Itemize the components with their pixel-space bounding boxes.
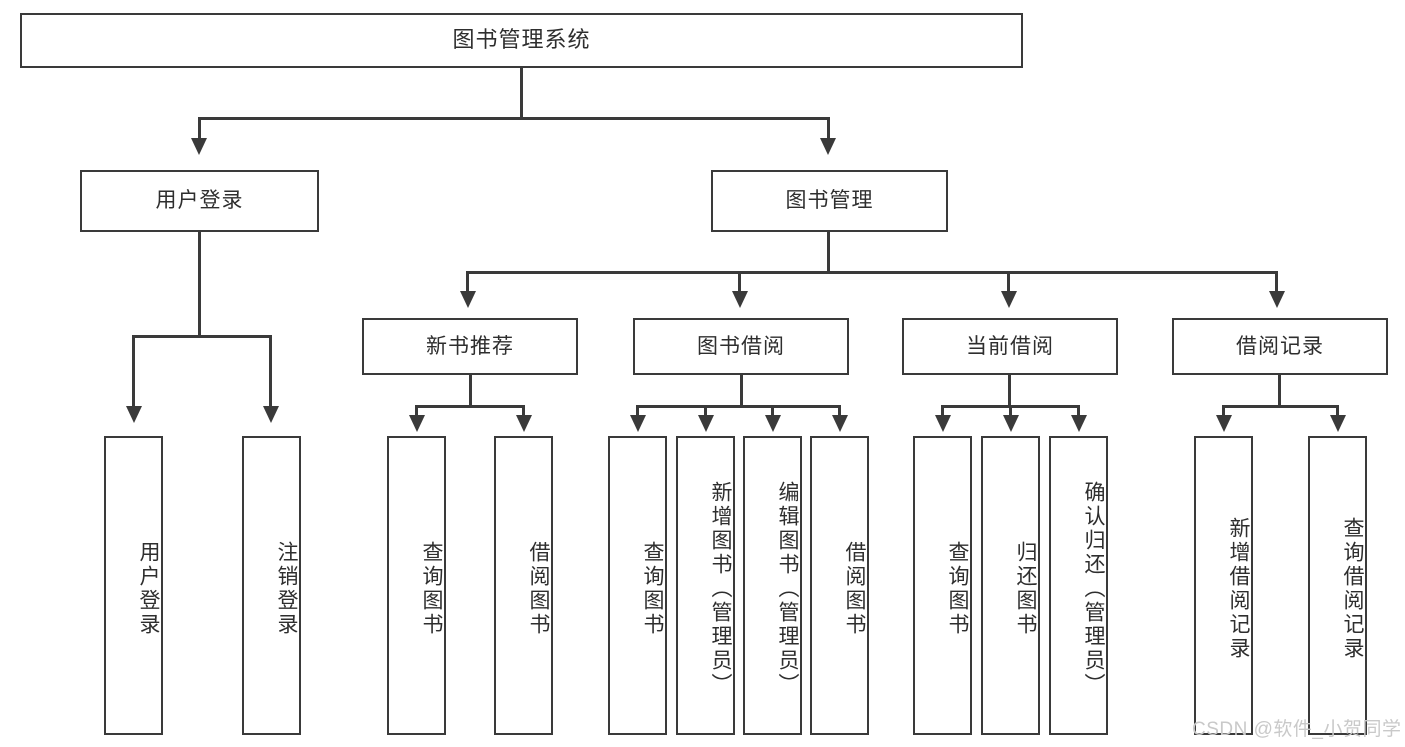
connector-user-login-bus: [132, 335, 269, 338]
node-label: 新增借阅记录: [1227, 516, 1250, 661]
node-label: 借阅图书: [527, 540, 550, 637]
connector-bb-drop-3: [771, 405, 774, 417]
connector-br-bus: [1222, 405, 1339, 408]
arrowhead-leaf-query-record: [1330, 415, 1346, 432]
node-label: 查询图书: [641, 540, 664, 637]
node-borrow-record[interactable]: 借阅记录: [1172, 318, 1388, 375]
connector-user-login-drop-2: [269, 335, 272, 408]
node-label: 新书推荐: [426, 334, 514, 358]
connector-root-drop-1: [198, 117, 201, 140]
arrowhead-current-borrow: [1001, 291, 1017, 308]
connector-cb-drop-3: [1077, 405, 1080, 417]
connector-user-login-stem: [198, 232, 201, 337]
arrowhead-leaf-query-book-3: [935, 415, 951, 432]
connector-nbr-stem: [469, 375, 472, 407]
connector-bm-drop-3: [1007, 271, 1010, 293]
csdn-watermark: CSDN @软件_小贺同学: [1192, 719, 1402, 740]
connector-cb-drop-2: [1009, 405, 1012, 417]
connector-bb-drop-2: [704, 405, 707, 417]
arrowhead-user-login: [191, 138, 207, 155]
connector-br-stem: [1278, 375, 1281, 407]
connector-user-login-drop-1: [132, 335, 135, 408]
node-label: 编辑图书（管理员）: [776, 480, 799, 697]
node-label: 图书管理系统: [452, 27, 591, 53]
connector-nbr-drop-2: [522, 405, 525, 417]
arrowhead-leaf-borrow-book-2: [832, 415, 848, 432]
connector-cb-stem: [1008, 375, 1011, 407]
arrowhead-leaf-edit-book: [765, 415, 781, 432]
arrowhead-leaf-add-record: [1216, 415, 1232, 432]
leaf-user-logout[interactable]: 注销登录: [242, 436, 301, 735]
node-label: 图书管理: [785, 189, 874, 213]
node-label: 当前借阅: [966, 334, 1054, 358]
connector-br-drop-1: [1222, 405, 1225, 417]
node-label: 借阅记录: [1236, 334, 1324, 358]
leaf-query-book-3[interactable]: 查询图书: [913, 436, 972, 735]
node-label: 注销登录: [275, 540, 298, 637]
connector-root-stem: [520, 68, 523, 118]
arrowhead-leaf-borrow-book-1: [516, 415, 532, 432]
node-user-login[interactable]: 用户登录: [80, 170, 319, 232]
connector-root-bus: [198, 117, 829, 120]
node-label: 归还图书: [1014, 540, 1037, 637]
connector-nbr-drop-1: [415, 405, 418, 417]
connector-bm-drop-1: [466, 271, 469, 293]
connector-bm-drop-4: [1275, 271, 1278, 293]
connector-root-drop-2: [827, 117, 830, 140]
node-label: 查询图书: [420, 540, 443, 637]
connector-bb-drop-1: [636, 405, 639, 417]
leaf-return-book[interactable]: 归还图书: [981, 436, 1040, 735]
node-label: 用户登录: [137, 540, 160, 637]
connector-bb-drop-4: [838, 405, 841, 417]
arrowhead-leaf-confirm-return: [1071, 415, 1087, 432]
leaf-user-login[interactable]: 用户登录: [104, 436, 163, 735]
arrowhead-leaf-query-book-2: [630, 415, 646, 432]
node-label: 用户登录: [155, 189, 244, 213]
arrowhead-leaf-return-book: [1003, 415, 1019, 432]
leaf-query-book-2[interactable]: 查询图书: [608, 436, 667, 735]
connector-book-management-stem: [827, 232, 830, 273]
leaf-confirm-return[interactable]: 确认归还（管理员）: [1049, 436, 1108, 735]
leaf-add-book[interactable]: 新增图书（管理员）: [676, 436, 735, 735]
node-book-borrow[interactable]: 图书借阅: [633, 318, 849, 375]
connector-bb-stem: [740, 375, 743, 407]
leaf-edit-book[interactable]: 编辑图书（管理员）: [743, 436, 802, 735]
node-current-borrow[interactable]: 当前借阅: [902, 318, 1118, 375]
connector-cb-drop-1: [941, 405, 944, 417]
arrowhead-leaf-add-book: [698, 415, 714, 432]
arrowhead-leaf-user-login: [126, 406, 142, 423]
node-label: 查询图书: [946, 540, 969, 637]
connector-bb-bus: [636, 405, 841, 408]
node-book-management[interactable]: 图书管理: [711, 170, 948, 232]
leaf-borrow-book-2[interactable]: 借阅图书: [810, 436, 869, 735]
leaf-query-book-1[interactable]: 查询图书: [387, 436, 446, 735]
arrowhead-leaf-user-logout: [263, 406, 279, 423]
node-label: 图书借阅: [697, 334, 785, 358]
arrowhead-book-borrow: [732, 291, 748, 308]
node-label: 查询借阅记录: [1341, 516, 1364, 661]
connector-nbr-bus: [415, 405, 525, 408]
node-label: 借阅图书: [843, 540, 866, 637]
connector-book-management-bus: [466, 271, 1278, 274]
arrowhead-book-management: [820, 138, 836, 155]
node-root-system[interactable]: 图书管理系统: [20, 13, 1023, 68]
leaf-query-record[interactable]: 查询借阅记录: [1308, 436, 1367, 735]
node-new-book-recommend[interactable]: 新书推荐: [362, 318, 578, 375]
leaf-borrow-book-1[interactable]: 借阅图书: [494, 436, 553, 735]
connector-bm-drop-2: [738, 271, 741, 293]
node-label: 确认归还（管理员）: [1082, 480, 1105, 697]
leaf-add-record[interactable]: 新增借阅记录: [1194, 436, 1253, 735]
arrowhead-new-book-recommend: [460, 291, 476, 308]
arrowhead-borrow-record: [1269, 291, 1285, 308]
arrowhead-leaf-query-book-1: [409, 415, 425, 432]
node-label: 新增图书（管理员）: [709, 480, 732, 697]
connector-br-drop-2: [1336, 405, 1339, 417]
